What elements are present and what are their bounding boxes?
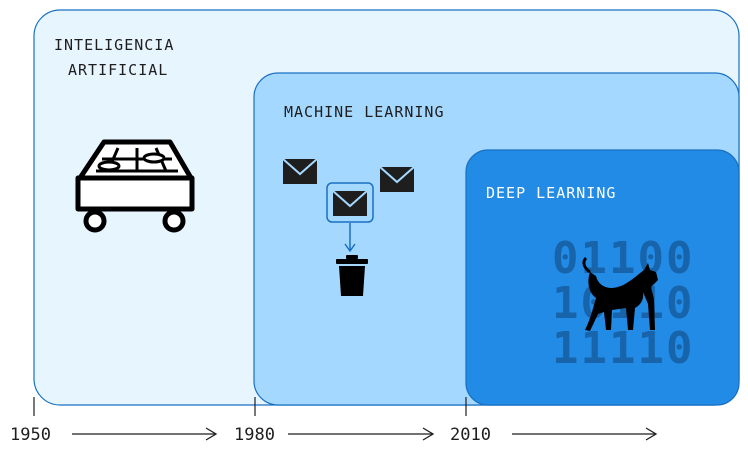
mail-icon: [379, 166, 415, 192]
ml-region-title: MACHINE LEARNING: [284, 103, 445, 121]
region-deep-learning: DEEP LEARNING 01100 10110 11110: [465, 149, 740, 406]
timeline-arrow: [512, 427, 658, 441]
timeline: 1950 1980 2010: [10, 397, 658, 445]
arrow-down-icon: [344, 223, 356, 253]
year-label: 1980: [234, 425, 275, 445]
year-label: 2010: [450, 425, 491, 445]
ai-region-title-line2: ARTIFICIAL: [68, 61, 168, 79]
highlighted-mail-icon: [326, 182, 374, 223]
trash-icon: [336, 255, 368, 296]
cat-icon: [582, 256, 658, 331]
timeline-arrow: [288, 427, 435, 441]
year-label: 1950: [10, 425, 51, 445]
binary-row: 11110: [552, 323, 694, 374]
binary-row: 01100: [552, 233, 694, 284]
dl-region-title: DEEP LEARNING: [486, 184, 616, 202]
checkers-board-cart-icon: [75, 139, 195, 233]
ai-region-title-line1: INTELIGENCIA: [54, 36, 174, 54]
dl-region-box: [465, 149, 740, 406]
mail-icon: [282, 158, 318, 184]
timeline-arrow: [72, 427, 218, 441]
